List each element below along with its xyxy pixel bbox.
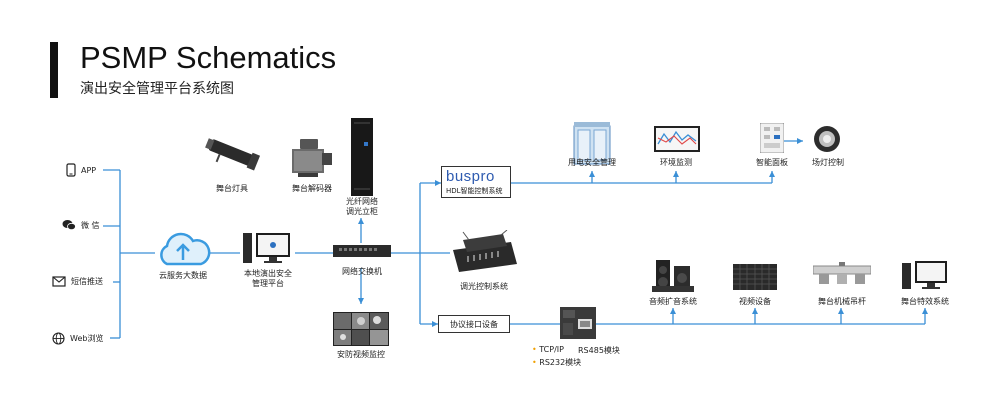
cctv-label: 安防视频监控 bbox=[337, 350, 385, 359]
venue-light-label: 场灯控制 bbox=[812, 158, 844, 167]
bullet-icon: • bbox=[532, 358, 537, 367]
input-wechat: 微 信 bbox=[62, 219, 100, 231]
wechat-icon bbox=[62, 220, 76, 231]
module-rs485-label: RS485模块 bbox=[578, 346, 620, 355]
server-cabinet-icon bbox=[351, 118, 373, 196]
buspro-logo: buspro bbox=[446, 168, 495, 185]
audio-label: 音频扩音系统 bbox=[649, 297, 697, 306]
power-cabinet-icon bbox=[573, 122, 611, 165]
module-tcpip-label: TCP/IP bbox=[539, 345, 564, 354]
input-sms: 短信推送 bbox=[52, 276, 103, 287]
cloud-upload-icon bbox=[160, 232, 211, 266]
local-platform-label-line2: 管理平台 bbox=[252, 279, 284, 288]
module-rs232-label: RS232模块 bbox=[539, 358, 582, 367]
env-monitor-label: 环境监测 bbox=[660, 158, 692, 167]
title-accent-bar bbox=[50, 42, 58, 98]
bullet-icon: • bbox=[532, 345, 537, 354]
phone-icon bbox=[66, 163, 76, 177]
lighting-console-label: 调光控制系统 bbox=[460, 282, 508, 291]
input-web: Web浏览 bbox=[52, 332, 103, 345]
effects-computer-icon bbox=[902, 261, 947, 289]
module-tcpip: • TCP/IP bbox=[532, 345, 564, 354]
computer-icon bbox=[243, 233, 290, 263]
local-platform-label-line1: 本地演出安全 bbox=[244, 269, 292, 278]
local-platform-label: 本地演出安全 管理平台 bbox=[232, 269, 304, 289]
stage-decoder-label: 舞台解码器 bbox=[292, 184, 332, 193]
speaker-icon bbox=[652, 260, 694, 292]
network-switch-icon bbox=[333, 245, 391, 257]
buspro-box: buspro HDL智能控制系统 bbox=[441, 166, 511, 198]
fiber-cabinet-label: 光纤网络 调光立柜 bbox=[330, 197, 394, 217]
video-wall-icon bbox=[733, 264, 777, 290]
monitor-chart-icon bbox=[654, 126, 700, 152]
decoder-icon bbox=[292, 139, 332, 177]
page-title: PSMP Schematics bbox=[80, 40, 337, 75]
module-rs232: • RS232模块 bbox=[532, 357, 581, 368]
power-safety-label: 用电安全管理 bbox=[568, 158, 616, 167]
input-web-label: Web浏览 bbox=[70, 334, 104, 343]
stage-light-label: 舞台灯具 bbox=[216, 184, 248, 193]
globe-icon bbox=[52, 332, 65, 345]
switch-label: 网络交换机 bbox=[342, 267, 382, 276]
input-wechat-label: 微 信 bbox=[81, 220, 100, 230]
mail-icon bbox=[52, 276, 66, 287]
smart-panel-icon bbox=[760, 123, 784, 153]
fiber-cabinet-label-line2: 调光立柜 bbox=[346, 207, 378, 216]
downlight-icon bbox=[814, 126, 840, 152]
protocol-label: 协议接口设备 bbox=[450, 320, 498, 329]
page-subtitle: 演出安全管理平台系统图 bbox=[80, 81, 234, 97]
cloud-label: 云服务大数据 bbox=[159, 271, 207, 280]
video-label: 视频设备 bbox=[739, 297, 771, 306]
input-app-label: APP bbox=[81, 165, 97, 175]
cctv-monitor-icon bbox=[333, 312, 389, 346]
lighting-console-icon bbox=[453, 230, 517, 272]
buspro-label: HDL智能控制系统 bbox=[446, 187, 503, 195]
stage-hoist-icon bbox=[813, 262, 871, 284]
stage-light-icon bbox=[205, 138, 261, 171]
stage-machinery-label: 舞台机械吊杆 bbox=[818, 297, 866, 306]
input-app: APP bbox=[66, 163, 96, 177]
fiber-cabinet-label-line1: 光纤网络 bbox=[346, 197, 378, 206]
input-sms-label: 短信推送 bbox=[71, 277, 103, 286]
protocol-box: 协议接口设备 bbox=[438, 315, 510, 333]
protocol-module-icon bbox=[560, 307, 596, 339]
stage-effects-label: 舞台特效系统 bbox=[901, 297, 949, 306]
smart-panel-label: 智能面板 bbox=[756, 158, 788, 167]
